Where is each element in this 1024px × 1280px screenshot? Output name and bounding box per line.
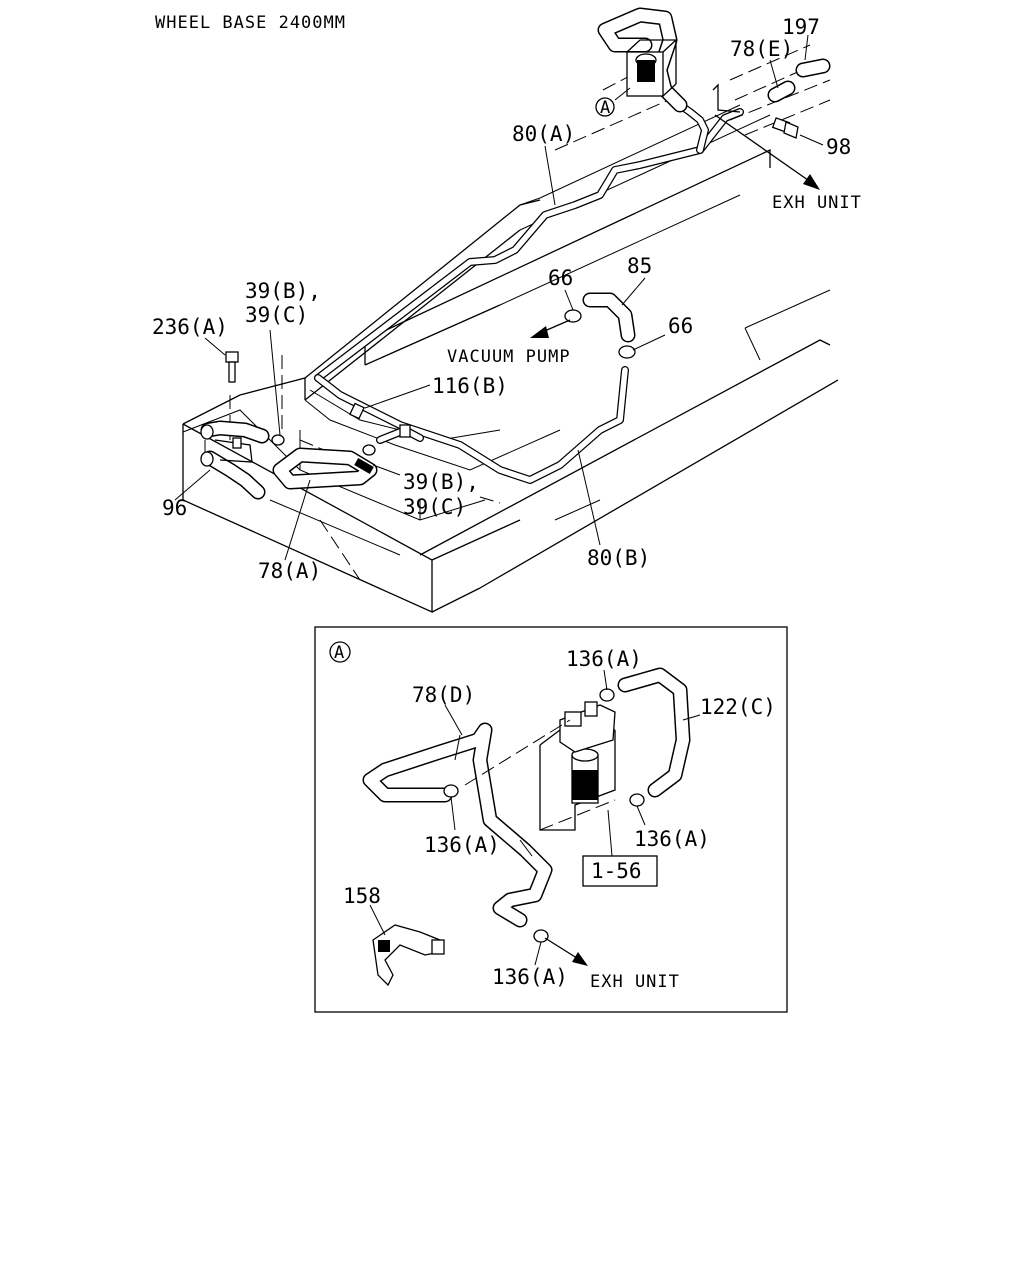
label-136a-left: 136(A) — [424, 833, 500, 857]
ref-1-56: 1-56 — [591, 859, 642, 883]
label-96: 96 — [162, 496, 187, 520]
label-136a-top: 136(A) — [566, 647, 642, 671]
label-236a: 236(A) — [152, 315, 228, 339]
detail-a-frame — [314, 626, 788, 1013]
label-136a-right: 136(A) — [634, 827, 710, 851]
label-exh-unit-main: EXH UNIT — [772, 193, 862, 213]
label-78e: 78(E) — [730, 37, 793, 61]
detail-a-marker: A — [334, 643, 345, 663]
label-98: 98 — [826, 135, 851, 159]
label-39bc-bottom-line1: 39(B), — [403, 470, 479, 494]
label-122c: 122(C) — [700, 695, 776, 719]
label-136a-bottom: 136(A) — [492, 965, 568, 989]
leaders-main — [174, 34, 824, 561]
label-exh-unit-detail: EXH UNIT — [590, 972, 680, 992]
label-39bc-top-line1: 39(B), — [245, 279, 321, 303]
detail-parts — [362, 667, 701, 987]
label-66-upper: 66 — [548, 266, 573, 290]
label-78d: 78(D) — [412, 683, 475, 707]
label-vacuum-pump: VACUUM PUMP — [447, 347, 571, 367]
small-parts-main — [200, 39, 820, 474]
label-158: 158 — [343, 884, 381, 908]
label-66-lower: 66 — [668, 314, 693, 338]
diagram-title: WHEEL BASE 2400MM — [155, 13, 346, 33]
label-80b: 80(B) — [587, 546, 650, 570]
label-80a: 80(A) — [512, 122, 575, 146]
fuel-tubes — [314, 101, 744, 484]
label-78a: 78(A) — [258, 559, 321, 583]
label-116b: 116(B) — [432, 374, 508, 398]
label-85: 85 — [627, 254, 652, 278]
label-197: 197 — [782, 15, 820, 39]
label-39bc-top-line2: 39(C) — [245, 303, 308, 327]
label-39bc-bottom-line2: 39(C) — [403, 495, 466, 519]
callout-a-letter: A — [600, 98, 611, 118]
